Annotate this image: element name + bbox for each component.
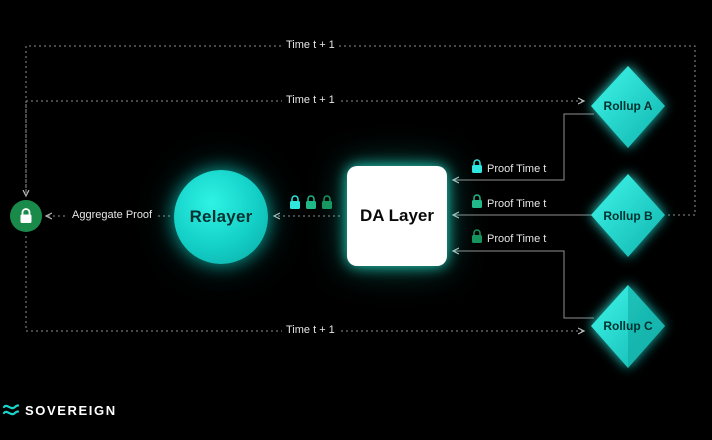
rollup-a-feedback-line xyxy=(25,101,584,196)
da-layer-label: DA Layer xyxy=(359,206,434,225)
rollup-c-diamond xyxy=(591,285,665,368)
lock-icon xyxy=(20,208,32,223)
aggregate-lock-badge xyxy=(10,200,42,232)
lock-icon-rollup-c xyxy=(472,229,482,243)
top-loop-label: Time t + 1 xyxy=(282,39,339,51)
da-layer-node: DA Layer xyxy=(347,166,447,266)
rollup-c-feedback-label: Time t + 1 xyxy=(282,324,339,336)
brand-logo: SOVEREIGN xyxy=(2,402,117,418)
lock-icon-rollup-b xyxy=(472,194,482,208)
relayer-label: Relayer xyxy=(189,207,253,226)
proof-b-label: Proof Time t xyxy=(487,198,547,210)
rollup-c-label: Rollup C xyxy=(603,319,653,333)
rollup-a-proof-line xyxy=(453,113,594,180)
relayer-node: Relayer xyxy=(174,170,268,264)
sovereign-logo-icon xyxy=(2,404,20,416)
rollup-c-feedback-line xyxy=(25,236,584,331)
rollup-a-diamond xyxy=(591,66,665,148)
lock-icon-rollup-a xyxy=(472,159,482,173)
lock-group-icon xyxy=(290,195,332,209)
rollup-a-feedback-label: Time t + 1 xyxy=(282,94,339,106)
rollup-b-diamond xyxy=(591,174,665,257)
proof-a-label: Proof Time t xyxy=(487,163,547,175)
aggregate-proof-label: Aggregate Proof xyxy=(68,209,157,221)
rollup-c-proof-line xyxy=(453,251,594,319)
top-loop-line xyxy=(26,45,696,216)
brand-name: SOVEREIGN xyxy=(25,402,117,418)
rollup-b-label: Rollup B xyxy=(603,209,653,223)
rollup-a-label: Rollup A xyxy=(603,99,653,113)
proof-c-label: Proof Time t xyxy=(487,233,547,245)
